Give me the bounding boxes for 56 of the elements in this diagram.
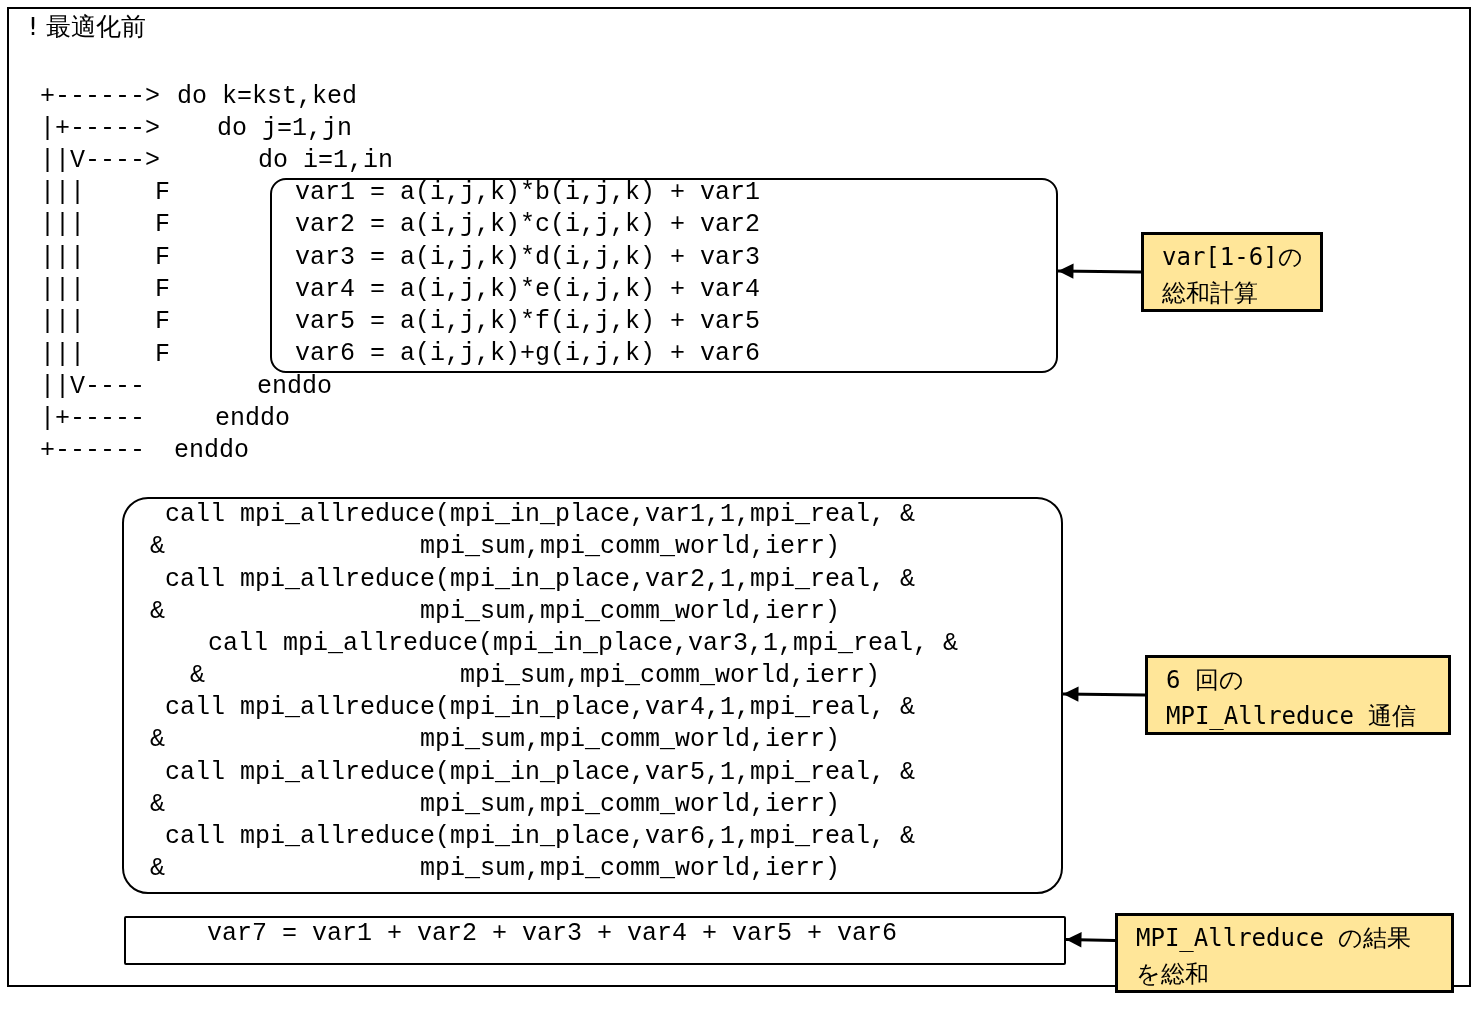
code-text: |||: [40, 338, 85, 371]
code-text: do k=kst,ked: [177, 81, 358, 113]
code-line: & mpi_sum,mpi_comm_world,ierr): [150, 724, 841, 756]
code-line: var1 = a(i,j,k)*b(i,j,k) + var1: [295, 177, 761, 209]
code-line: var3 = a(i,j,k)*d(i,j,k) + var3: [295, 242, 761, 274]
callout-text: MPI_Allreduce の結果を総和: [1136, 923, 1413, 990]
note-callout: [1115, 913, 1454, 993]
code-line: call mpi_allreduce(mpi_in_place,var3,1,mpi_real, &: [208, 628, 959, 660]
code-line: call mpi_allreduce(mpi_in_place,var1,1,mpi_real, &: [165, 499, 916, 531]
arrow: [1065, 932, 1116, 948]
code-text: |||: [40, 241, 85, 274]
code-text: +------: [40, 435, 146, 467]
code-line: var4 = a(i,j,k)*e(i,j,k) + var4: [295, 274, 761, 306]
code-line: & mpi_sum,mpi_comm_world,ierr): [150, 853, 841, 885]
code-line: var6 = a(i,j,k)+g(i,j,k) + var6: [295, 338, 761, 370]
code-text: |||: [40, 306, 85, 339]
code-text: +------>: [40, 81, 161, 113]
code-text: F: [155, 306, 170, 339]
code-text: F: [155, 209, 170, 242]
code-box: [122, 497, 1063, 894]
code-line: call mpi_allreduce(mpi_in_place,var4,1,mpi_real, &: [165, 692, 916, 724]
arrow: [1062, 686, 1146, 702]
code-text: F: [155, 338, 170, 371]
code-text: |||: [40, 273, 85, 306]
code-line: & mpi_sum,mpi_comm_world,ierr): [150, 789, 841, 821]
code-line: var7 = var1 + var2 + var3 + var4 + var5 + var6: [207, 918, 898, 950]
code-text: ||V---->: [40, 145, 161, 177]
code-text: F: [155, 273, 170, 306]
code-box: [124, 916, 1066, 965]
code-line: var2 = a(i,j,k)*c(i,j,k) + var2: [295, 209, 761, 241]
comment-heading: ! 最適化前: [28, 11, 146, 43]
arrow: [1057, 263, 1142, 279]
code-text: F: [155, 177, 170, 209]
note-callout: [1145, 655, 1451, 735]
code-text: enddo: [174, 435, 249, 467]
code-text: enddo: [215, 403, 290, 435]
code-text: |+----->: [40, 113, 161, 145]
code-text: |+-----: [40, 403, 146, 435]
code-line: call mpi_allreduce(mpi_in_place,var2,1,mpi_real, &: [165, 564, 916, 596]
code-text: |||: [40, 209, 85, 242]
code-text: F: [155, 241, 170, 274]
callout-text: var[1-6]の総和計算: [1162, 242, 1304, 309]
code-line: call mpi_allreduce(mpi_in_place,var5,1,mpi_real, &: [165, 757, 916, 789]
code-line: & mpi_sum,mpi_comm_world,ierr): [150, 531, 841, 563]
code-line: call mpi_allreduce(mpi_in_place,var6,1,mpi_real, &: [165, 821, 916, 853]
code-text: |||: [40, 177, 85, 209]
code-text: enddo: [257, 371, 332, 403]
code-line: & mpi_sum,mpi_comm_world,ierr): [190, 660, 881, 692]
code-text: ||V----: [40, 371, 146, 403]
code-line: var5 = a(i,j,k)*f(i,j,k) + var5: [295, 306, 761, 338]
code-text: do j=1,jn: [217, 113, 353, 145]
code-line: & mpi_sum,mpi_comm_world,ierr): [150, 596, 841, 628]
note-callout: [1141, 232, 1323, 312]
code-box: [270, 178, 1058, 373]
code-text: do i=1,in: [258, 145, 394, 177]
callout-text: 6 回の MPI_Allreduce 通信: [1166, 665, 1418, 732]
